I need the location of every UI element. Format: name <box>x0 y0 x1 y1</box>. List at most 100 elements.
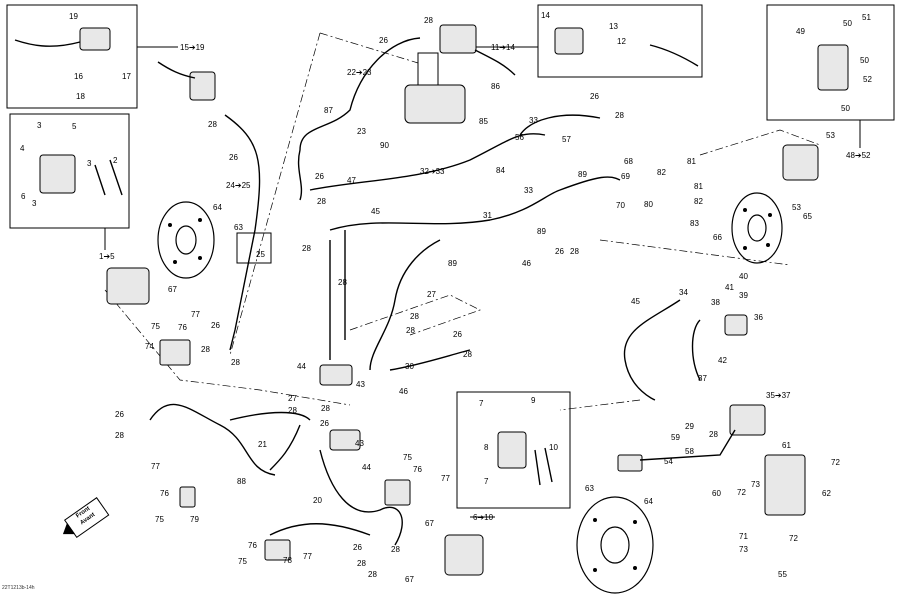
callout-37: 37 <box>698 374 707 383</box>
callout-32-33: 32➔33 <box>420 167 445 176</box>
callout-26h: 26 <box>115 410 124 419</box>
callout-89b: 89 <box>537 227 546 236</box>
brake-pedal <box>617 454 643 472</box>
inset-box-front-caliper <box>9 113 130 229</box>
callout-81b: 81 <box>694 182 703 191</box>
callout-77a: 77 <box>191 310 200 319</box>
callout-15-19: 15➔19 <box>180 43 205 52</box>
callout-45: 45 <box>371 207 380 216</box>
inset-box-front-lever <box>6 4 138 109</box>
callout-74: 74 <box>145 342 154 351</box>
callout-48-52: 48➔52 <box>846 151 871 160</box>
callout-57: 57 <box>562 135 571 144</box>
callout-85: 85 <box>479 117 488 126</box>
callout-38: 38 <box>711 298 720 307</box>
brake-line-upper <box>297 37 421 201</box>
callout-28p: 28 <box>709 430 718 439</box>
callout-23: 23 <box>357 127 366 136</box>
callout-7: 7 <box>479 399 484 408</box>
callout-5a: 5 <box>72 122 77 131</box>
callout-17: 17 <box>122 72 131 81</box>
brake-line-46 <box>369 239 441 371</box>
callout-2: 2 <box>113 156 118 165</box>
callout-29: 29 <box>685 422 694 431</box>
callout-39: 39 <box>739 291 748 300</box>
callout-28m: 28 <box>115 431 124 440</box>
callout-3a: 3 <box>37 121 42 130</box>
callout-45b: 45 <box>631 297 640 306</box>
callout-28n: 28 <box>288 406 297 415</box>
rear-bottom-caliper <box>444 534 484 576</box>
callout-19: 19 <box>69 12 78 21</box>
callout-82a: 82 <box>657 168 666 177</box>
callout-67b: 67 <box>425 519 434 528</box>
callout-27a: 27 <box>427 290 436 299</box>
callout-42: 42 <box>718 356 727 365</box>
callout-46b: 46 <box>399 387 408 396</box>
front-left-brake-disc <box>157 201 215 279</box>
callout-28d: 28 <box>615 111 624 120</box>
callout-41: 41 <box>725 283 734 292</box>
callout-26a: 26 <box>229 153 238 162</box>
callout-64b: 64 <box>644 497 653 506</box>
callout-80: 80 <box>644 200 653 209</box>
callout-28h: 28 <box>410 312 419 321</box>
callout-3c: 3 <box>32 199 37 208</box>
callout-13: 13 <box>609 22 618 31</box>
distribution-block-43 <box>329 429 361 451</box>
diagram-reference-code: 22T1213b-14h <box>2 585 35 591</box>
callout-75d: 75 <box>238 557 247 566</box>
callout-26j: 26 <box>353 543 362 552</box>
callout-28l: 28 <box>231 358 240 367</box>
callout-28g: 28 <box>338 278 347 287</box>
front-right-brake-disc <box>731 192 783 264</box>
front-lever-right <box>157 61 196 79</box>
callout-68: 68 <box>624 157 633 166</box>
callout-31: 31 <box>483 211 492 220</box>
callout-64a: 64 <box>213 203 222 212</box>
callout-77c: 77 <box>441 474 450 483</box>
callout-75a: 75 <box>151 322 160 331</box>
callout-18: 18 <box>76 92 85 101</box>
pedal-assembly <box>729 404 766 436</box>
callout-1-5: 1➔5 <box>99 252 115 261</box>
callout-35-37: 35➔37 <box>766 391 791 400</box>
front-caliper-inset <box>39 154 76 194</box>
brake-pedal-arm <box>639 429 736 461</box>
callout-7b: 7 <box>484 477 489 486</box>
callout-53b: 53 <box>792 203 801 212</box>
callout-69: 69 <box>621 172 630 181</box>
callout-62: 62 <box>822 489 831 498</box>
callout-20: 20 <box>313 496 322 505</box>
rear-hose-34 <box>623 299 681 401</box>
brake-line-77 <box>269 523 371 536</box>
callout-28e: 28 <box>570 247 579 256</box>
callout-70: 70 <box>616 201 625 210</box>
callout-77b: 77 <box>151 462 160 471</box>
callout-40: 40 <box>739 272 748 281</box>
callout-28r: 28 <box>368 570 377 579</box>
callout-53a: 53 <box>826 131 835 140</box>
callout-28f: 28 <box>302 244 311 253</box>
callout-78: 78 <box>283 556 292 565</box>
callout-10: 10 <box>549 443 558 452</box>
callout-72c: 72 <box>789 534 798 543</box>
callout-21: 21 <box>258 440 267 449</box>
callout-28b: 28 <box>424 16 433 25</box>
callout-8: 8 <box>484 443 489 452</box>
callout-28o: 28 <box>321 404 330 413</box>
callout-84: 84 <box>496 166 505 175</box>
callout-26d: 26 <box>590 92 599 101</box>
callout-26c: 26 <box>315 172 324 181</box>
callout-46a: 46 <box>522 259 531 268</box>
callout-28i: 28 <box>406 326 415 335</box>
brake-line-31 <box>329 176 621 231</box>
callout-75c: 75 <box>403 453 412 462</box>
callout-54: 54 <box>664 457 673 466</box>
callout-76b: 76 <box>160 489 169 498</box>
callout-73b: 73 <box>739 545 748 554</box>
callout-27b: 27 <box>288 394 297 403</box>
front-left-caliper <box>106 267 150 305</box>
callout-28a: 28 <box>208 120 217 129</box>
